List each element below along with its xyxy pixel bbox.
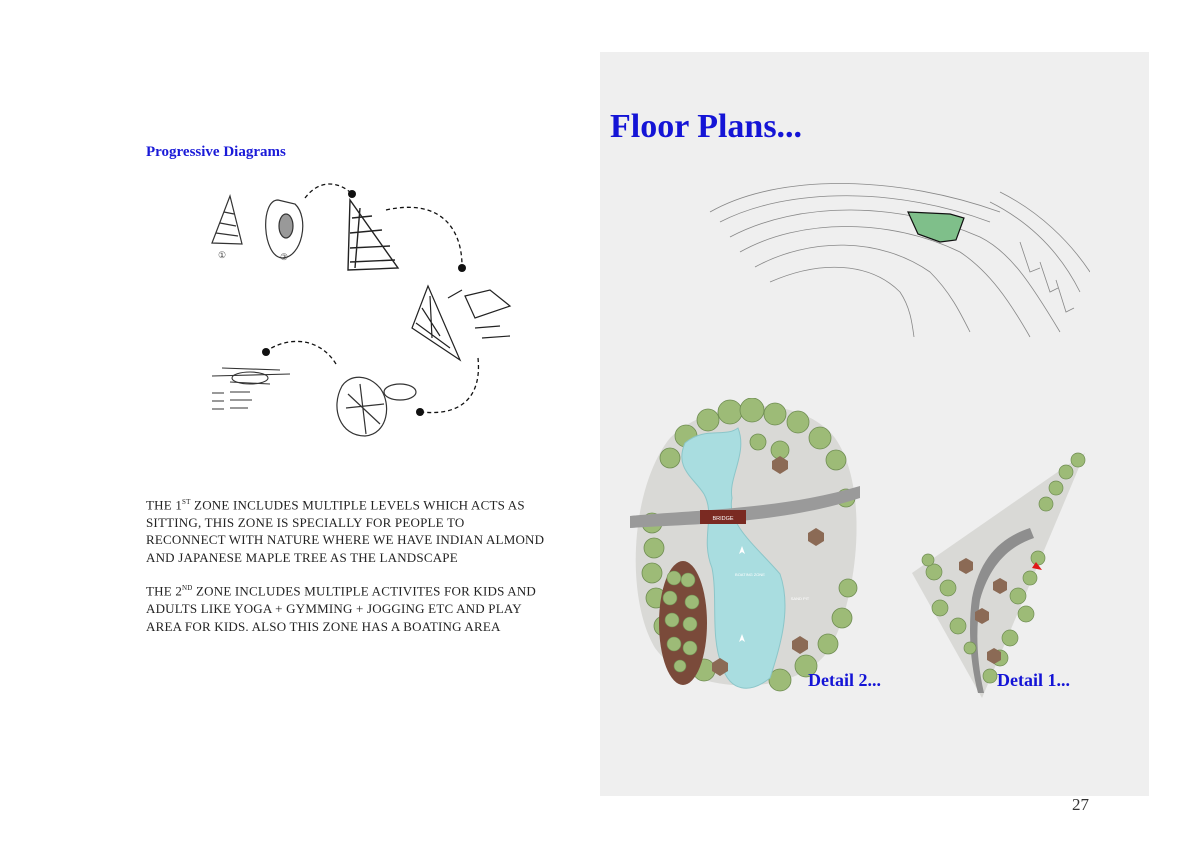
page-number: 27 [1072, 795, 1089, 814]
sketch-number-1: ① [218, 251, 226, 261]
sketch-lines-5 [211, 367, 291, 410]
bridge [700, 510, 746, 524]
svg-text:SAND PIT: SAND PIT [791, 596, 810, 601]
detail-1-label: Detail 1... [997, 670, 1070, 690]
sketch-triangle-1 [211, 194, 243, 245]
svg-text:BRIDGE: BRIDGE [712, 516, 733, 522]
detail-2-label: Detail 2... [808, 670, 881, 690]
detail-1-plan [912, 452, 1086, 698]
sketch-leaf-6 [336, 376, 417, 437]
floor-plans-panel: Floor Plans... BRI [600, 52, 1149, 796]
site-highlight [907, 211, 965, 243]
zone-2-description: The 2nd zone includes multiple activites… [146, 583, 537, 634]
progressive-sketches: ① ② [211, 183, 512, 437]
site-contour-map [709, 183, 1090, 338]
sketch-leaf-2 [265, 199, 304, 259]
progressive-diagrams-title: Progressive Diagrams [146, 144, 286, 160]
detail-2-plan: BRIDGE BOATING ZONE SAND PIT [630, 398, 860, 692]
sketch-number-2: ② [280, 253, 288, 263]
zone-1-description: The 1st zone includes multiple levels wh… [146, 497, 545, 565]
zone-description: The 1st zone includes multiple levels wh… [146, 494, 546, 649]
svg-text:BOATING ZONE: BOATING ZONE [735, 572, 765, 577]
floor-plans-title: Floor Plans... [610, 108, 803, 145]
sketch-triangle-4 [411, 284, 512, 362]
sketch-triangle-3 [347, 197, 400, 271]
